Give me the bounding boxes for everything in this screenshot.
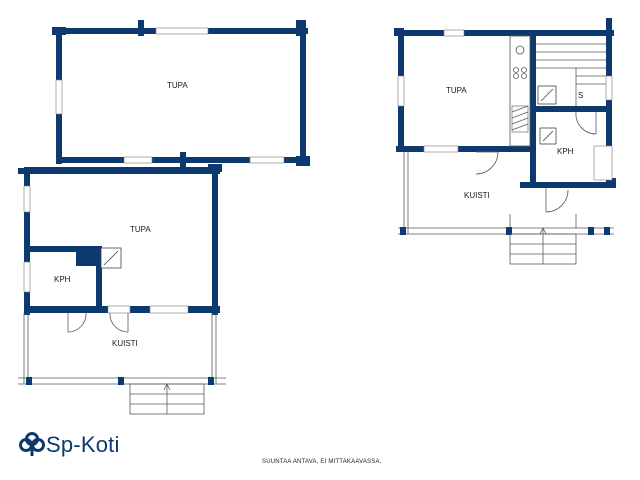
post — [26, 377, 32, 385]
wall — [18, 168, 28, 174]
chimney — [76, 246, 100, 266]
post — [604, 227, 610, 235]
wall — [24, 167, 30, 315]
post — [506, 227, 512, 235]
sauna-bench — [536, 43, 606, 106]
brand-name: Sp-Koti — [46, 432, 120, 457]
door-swing — [109, 312, 129, 333]
room-label-kuisti: KUISTI — [112, 339, 138, 348]
wall — [296, 20, 306, 36]
window — [423, 145, 459, 153]
wall — [28, 246, 100, 252]
wall — [520, 182, 612, 188]
window — [443, 29, 465, 37]
wall — [606, 178, 616, 188]
door-swing — [67, 312, 87, 333]
scale-note: SUUNTAA ANTAVA, EI MITTAKAAVASSA. — [262, 459, 382, 465]
wall — [606, 18, 612, 32]
room-label-tupa-lower: TUPA — [130, 225, 151, 234]
left-floor-plan: TUPA TUPA KPH KUISTI — [18, 20, 310, 415]
cloverleaf-logo-icon — [19, 432, 45, 456]
wall — [396, 146, 532, 152]
wall — [212, 167, 218, 315]
entry-arrow-icon — [539, 227, 547, 235]
room-label-tupa: TUPA — [446, 86, 467, 95]
window — [107, 305, 131, 314]
wall — [394, 28, 404, 36]
wall — [180, 152, 186, 168]
entry-arrow-icon — [163, 383, 171, 391]
post — [118, 377, 124, 385]
wall — [24, 167, 220, 174]
wall — [296, 156, 310, 166]
post — [208, 377, 214, 385]
right-floor-plan: TUPA S KPH KUISTI — [394, 18, 616, 265]
window — [55, 79, 63, 115]
room-label-kph: KPH — [557, 147, 574, 156]
window — [23, 185, 31, 213]
room-label-kph: KPH — [54, 275, 71, 284]
post — [400, 227, 406, 235]
window — [149, 305, 189, 314]
door-swing — [575, 111, 597, 135]
window — [155, 27, 209, 35]
door-swing — [545, 188, 569, 213]
window — [397, 75, 405, 107]
wall — [96, 246, 102, 308]
post — [588, 227, 594, 235]
wall — [300, 28, 306, 164]
wall — [138, 20, 144, 36]
window — [593, 145, 613, 181]
wall — [208, 164, 222, 172]
room-label-kuisti: KUISTI — [464, 191, 490, 200]
window — [23, 261, 31, 293]
window — [249, 156, 285, 164]
room-label-sauna: S — [578, 91, 583, 100]
room-label-tupa-upper: TUPA — [167, 81, 188, 90]
window — [123, 156, 153, 164]
wall — [52, 27, 66, 35]
wall — [530, 106, 612, 112]
door-swing — [475, 151, 499, 175]
wall — [398, 30, 614, 36]
sink-icon — [515, 45, 525, 55]
window — [605, 75, 613, 101]
